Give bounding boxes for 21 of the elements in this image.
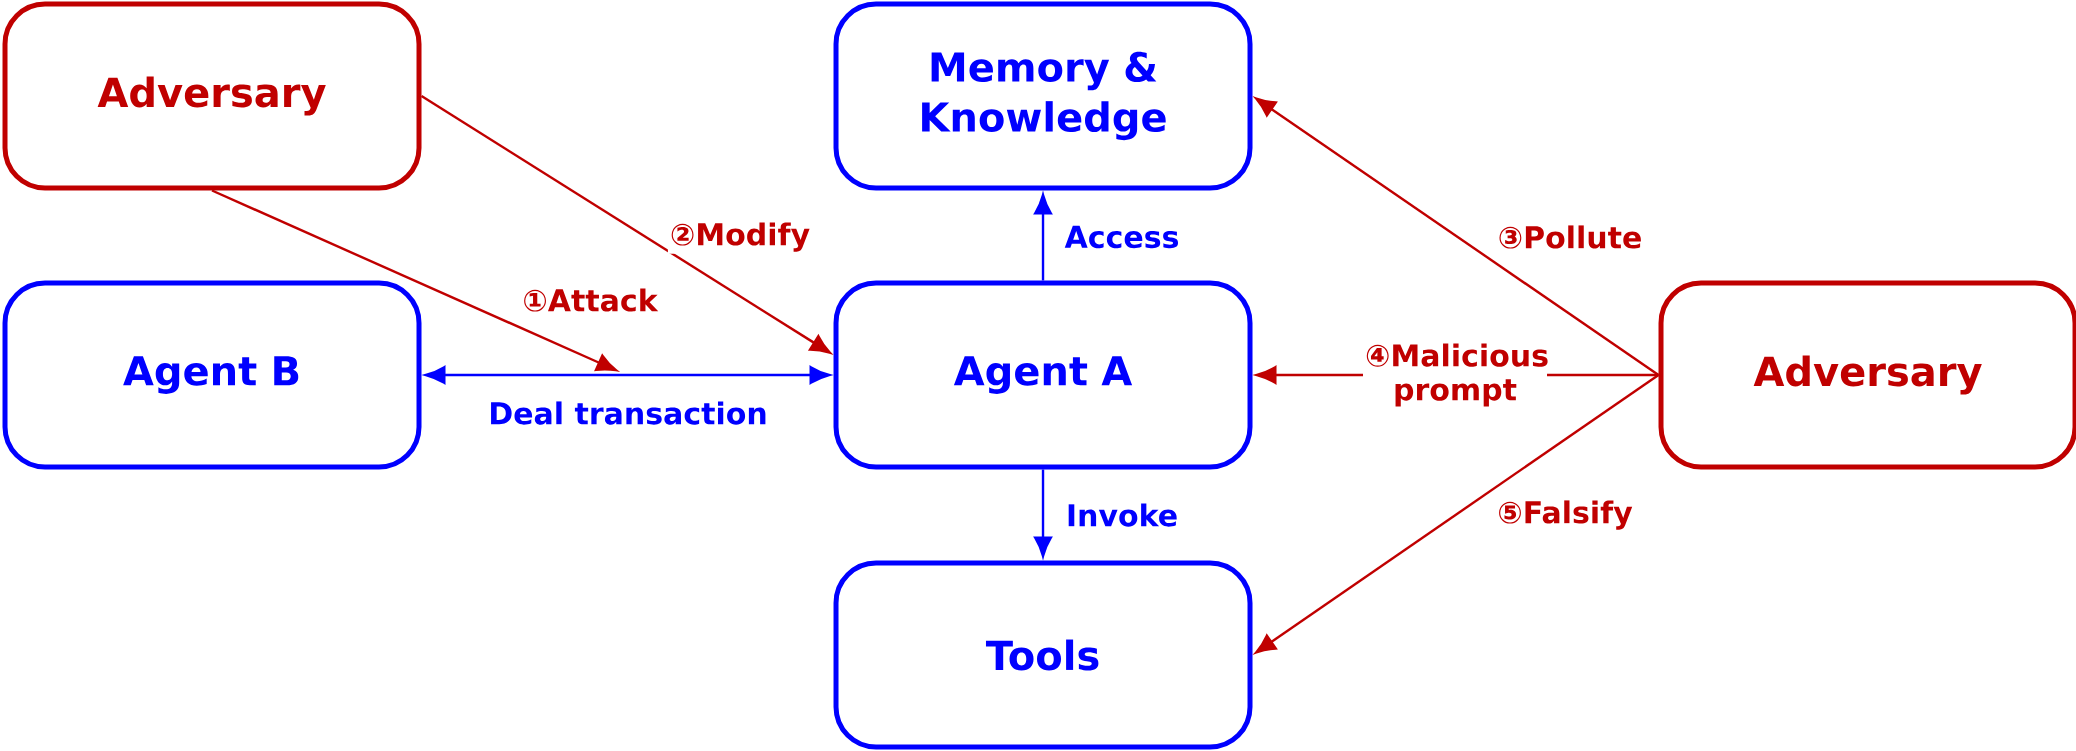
edge-label: ④Malicious prompt [1363,341,1548,409]
rounded-box: Tools [833,560,1253,750]
edge-label: ⑤Falsify [1495,498,1635,532]
rounded-box: Agent A [833,280,1253,470]
rounded-box: Adversary [1658,280,2076,470]
arrow [1255,97,1660,376]
edge-label: Access [1062,223,1182,251]
edge-label: Deal transaction [486,399,770,427]
edge-label: ①Attack [520,286,660,314]
arrow [420,95,831,354]
rounded-box: Memory & Knowledge [833,1,1253,191]
edge-label: ②Modify [667,220,813,254]
rounded-box: Adversary [2,1,422,191]
rounded-box: Agent B [2,280,422,470]
arrow [1034,193,1052,281]
edge-label: Invoke [1063,501,1181,529]
leader-arrow [211,189,618,372]
arrow [1255,374,1660,654]
arrow [424,366,831,384]
edge-label: ③Pollute [1495,223,1645,251]
arrow [1034,469,1052,558]
